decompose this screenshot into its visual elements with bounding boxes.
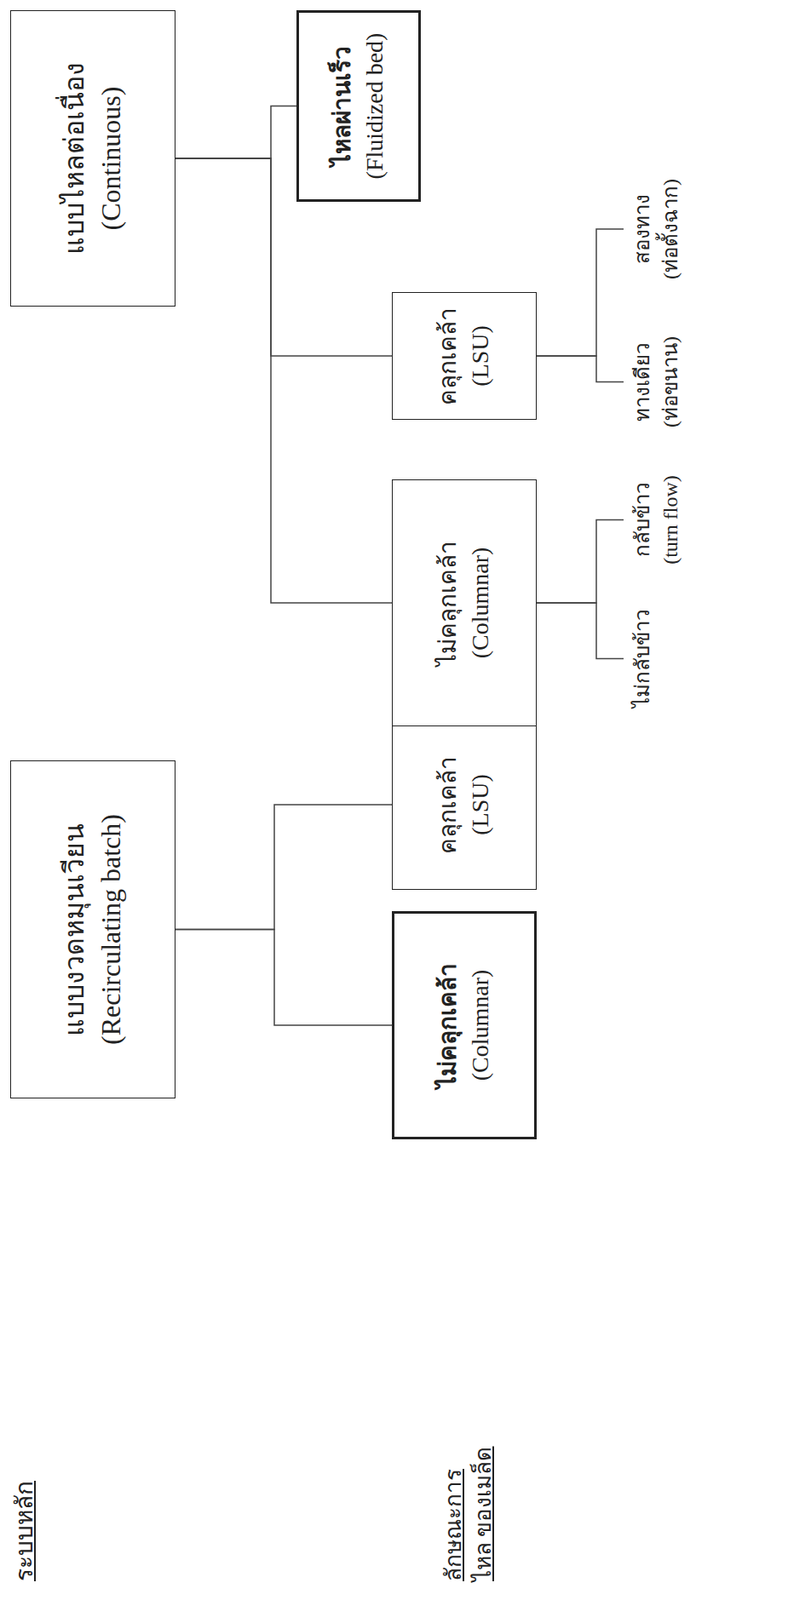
tree-connector: [536, 229, 624, 357]
node-text: (Continuous): [92, 86, 130, 231]
category-box: ไม่คลุกเคล้า(Columnar): [391, 911, 537, 1140]
category-box: ไม่คลุกเคล้า(Columnar): [391, 479, 537, 727]
node-text: (LSU): [464, 774, 497, 836]
node-text: (ท่อขนาน): [656, 336, 685, 428]
node-text: แบบงวดหมุนเวียน: [56, 823, 93, 1037]
node-text: แบบไหลต่อเนื่อง: [56, 62, 93, 255]
tree-connector: [175, 930, 392, 1027]
tree-connector: [536, 603, 624, 660]
node-text: ไม่คลุกเคล้า: [431, 540, 465, 667]
node-text: (LSU): [464, 325, 497, 387]
node-text: (Recirculating batch): [92, 814, 130, 1046]
node-text: (Columnar): [464, 547, 497, 660]
node-text: (ท่อตั้งฉาก): [656, 178, 685, 280]
node-text: คลุกเคล้า: [431, 756, 465, 855]
node-text: กลับข้าว: [628, 483, 656, 558]
tree-connector: [175, 805, 392, 931]
node-text: (turn flow): [656, 475, 685, 565]
tree-connector: [175, 158, 392, 604]
category-text: กลับข้าว(turn flow): [626, 471, 686, 569]
category-box: คลุกเคล้า(LSU): [391, 292, 537, 420]
node-text: ไหลผ่านเร็ว: [326, 46, 359, 167]
node-text: ไม่กลับข้าว: [628, 609, 656, 708]
row-heading: ลักษณะการไหล ของเมล็ด: [438, 1441, 499, 1582]
tree-connector: [175, 106, 297, 160]
category-text: ไม่กลับข้าว: [626, 606, 658, 712]
node-text: (Fluidized bed): [358, 33, 392, 180]
node-text: คลุกเคล้า: [431, 307, 465, 406]
row-heading: ระบบหลัก: [8, 1481, 41, 1582]
tree-connector: [536, 356, 624, 383]
category-box: คลุกเคล้า(LSU): [391, 719, 537, 891]
node-text: (Columnar): [464, 970, 497, 1082]
category-text: ทางเดียว(ท่อขนาน): [626, 333, 686, 432]
category-box: แบบไหลต่อเนื่อง(Continuous): [10, 10, 176, 307]
tree-connector: [536, 520, 624, 604]
category-box: แบบงวดหมุนเวียน(Recirculating batch): [10, 760, 176, 1099]
category-box: ไหลผ่านเร็ว(Fluidized bed): [296, 10, 421, 202]
node-text: สองทาง: [628, 194, 656, 265]
node-text: ทางเดียว: [628, 343, 656, 422]
category-text: สองทาง(ท่อตั้งฉาก): [626, 175, 686, 283]
node-text: ไม่คลุกเคล้า: [431, 963, 465, 1089]
